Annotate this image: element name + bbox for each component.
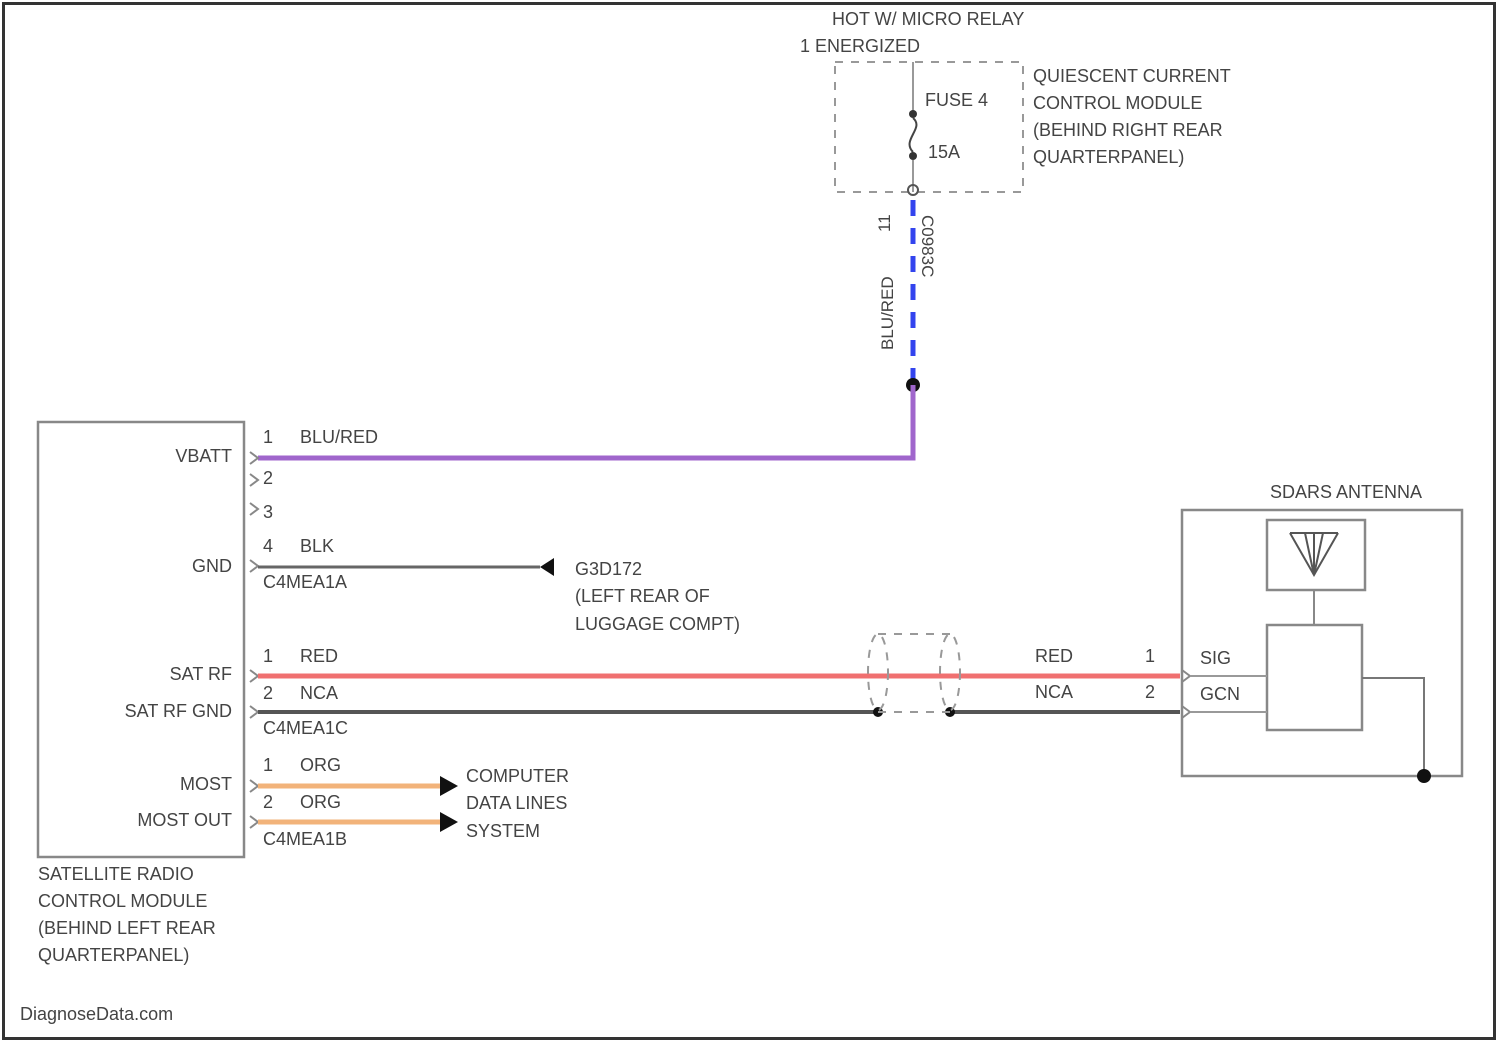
antenna-amplifier-box xyxy=(1267,625,1362,730)
pin-gnd: GND xyxy=(192,556,232,576)
antenna-nca-pin: 2 xyxy=(1145,682,1155,702)
pin-2: 2 xyxy=(263,468,273,488)
sat-rf-connector: C4MEA1C xyxy=(263,718,348,738)
fuse-rating: 15A xyxy=(928,142,960,162)
antenna-ground-wire xyxy=(1362,678,1424,776)
antenna-sig: SIG xyxy=(1200,648,1231,668)
quiescent-module-line4: QUARTERPANEL) xyxy=(1033,147,1184,167)
sat-rf-wire-label: RED xyxy=(300,646,338,666)
most-out-wire-label: ORG xyxy=(300,792,341,812)
fuse-symbol xyxy=(910,118,917,152)
antenna-red-label: RED xyxy=(1035,646,1073,666)
quiescent-module-line1: QUIESCENT CURRENT xyxy=(1033,66,1231,86)
data-lines-line2: DATA LINES xyxy=(466,793,567,813)
coax-shield-left xyxy=(868,634,888,710)
data-lines-line1: COMPUTER xyxy=(466,766,569,786)
pin-3: 3 xyxy=(263,502,273,522)
connector-pin-marks xyxy=(250,452,258,828)
antenna-element-box xyxy=(1267,520,1365,590)
vertical-wire-color: BLU/RED xyxy=(878,276,897,350)
quiescent-module-line3: (BEHIND RIGHT REAR xyxy=(1033,120,1223,140)
pin-most: MOST xyxy=(180,774,232,794)
most-out-pin: 2 xyxy=(263,792,273,812)
vbatt-pin: 1 xyxy=(263,427,273,447)
quiescent-module-line2: CONTROL MODULE xyxy=(1033,93,1202,113)
ground-point-line3: LUGGAGE COMPT) xyxy=(575,614,740,634)
relay-title-line2: 1 ENERGIZED xyxy=(800,36,920,56)
pin-sat-rf-gnd: SAT RF GND xyxy=(125,701,232,721)
gnd-wire-label: BLK xyxy=(300,536,334,556)
gnd-connector: C4MEA1A xyxy=(263,572,347,592)
ground-point-id: G3D172 xyxy=(575,559,642,579)
antenna-nca-label: NCA xyxy=(1035,682,1073,702)
antenna-title: SDARS ANTENNA xyxy=(1270,482,1422,502)
gnd-pin: 4 xyxy=(263,536,273,556)
most-out-arrow-icon xyxy=(440,812,458,832)
satellite-module-line4: QUARTERPANEL) xyxy=(38,945,189,965)
antenna-red-pin: 1 xyxy=(1145,646,1155,666)
antenna-box xyxy=(1182,510,1462,776)
antenna-gnd: GCN xyxy=(1200,684,1240,704)
pin-sat-rf: SAT RF xyxy=(170,664,232,684)
satellite-module-line2: CONTROL MODULE xyxy=(38,891,207,911)
pin-most-out: MOST OUT xyxy=(137,810,232,830)
quiescent-module-box xyxy=(835,62,1023,192)
most-connector: C4MEA1B xyxy=(263,829,347,849)
ground-terminal-icon xyxy=(540,558,554,576)
antenna-ground-dot xyxy=(1417,769,1431,783)
coax-shield-right xyxy=(940,634,960,710)
ground-point-line2: (LEFT REAR OF xyxy=(575,586,710,606)
sat-rf-gnd-pin: 2 xyxy=(263,683,273,703)
fuse-terminal-bottom xyxy=(909,152,917,160)
sat-rf-pin: 1 xyxy=(263,646,273,666)
relay-title-line1: HOT W/ MICRO RELAY xyxy=(832,9,1024,29)
vertical-wire-connector: C0983C xyxy=(918,215,937,277)
antenna-icon xyxy=(1290,533,1338,575)
vbatt-wire-label: BLU/RED xyxy=(300,427,378,447)
pin-vbatt: VBATT xyxy=(175,446,232,466)
most-in-arrow-icon xyxy=(440,776,458,796)
most-in-wire-label: ORG xyxy=(300,755,341,775)
fuse-terminal-top xyxy=(909,110,917,118)
data-lines-line3: SYSTEM xyxy=(466,821,540,841)
watermark: DiagnoseData.com xyxy=(20,1004,173,1024)
satellite-module-line1: SATELLITE RADIO xyxy=(38,864,194,884)
vertical-wire-pin: 11 xyxy=(875,214,894,232)
satellite-module-line3: (BEHIND LEFT REAR xyxy=(38,918,216,938)
vbatt-wire xyxy=(258,385,913,458)
most-in-pin: 1 xyxy=(263,755,273,775)
fuse-name: FUSE 4 xyxy=(925,90,988,110)
sat-rf-gnd-wire-label: NCA xyxy=(300,683,338,703)
